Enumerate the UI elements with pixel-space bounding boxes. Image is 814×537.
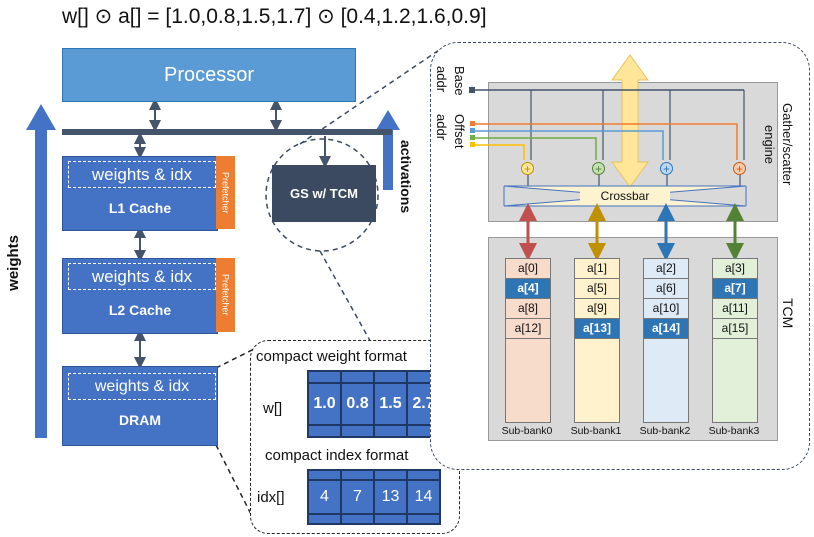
l1-cache: weights & idx L1 Cache (62, 156, 218, 231)
adder-icon: + (660, 162, 673, 175)
l1-cache-label: L1 Cache (108, 200, 172, 216)
equation: w[] ⊙ a[] = [1.0,0.8,1.5,1.7] ⊙ [0.4,1.2… (62, 5, 487, 28)
dram-block: weights & idx DRAM (62, 366, 218, 446)
l2-cache: weights & idx L2 Cache (62, 258, 218, 334)
processor-block: Processor (62, 48, 356, 102)
index-grid-pad (308, 470, 341, 480)
weight-value: 1.0 (308, 383, 341, 425)
gs-engine-label-1: Gather/scatter (780, 103, 795, 186)
crossbar-label: Crossbar (580, 187, 670, 205)
sub-bank-label: Sub-bank2 (639, 425, 691, 437)
compact-format-panel: compact weight format w[] 1.0 0.8 1.5 2.… (250, 340, 460, 534)
index-value: 14 (407, 480, 440, 514)
bank-cell: a[12] (506, 319, 550, 339)
sub-bank-label: Sub-bank3 (708, 425, 760, 437)
base-addr-port (469, 87, 475, 93)
dram-weights-idx: weights & idx (68, 373, 216, 400)
zoom-line-top (299, 43, 449, 145)
adder-icon: + (733, 162, 746, 175)
activations-arrow (376, 110, 400, 190)
bank-cell: a[7] (713, 279, 757, 299)
sub-bank-label: Sub-bank1 (570, 425, 622, 437)
bank-cell: a[13] (575, 319, 619, 339)
index-grid-pad (407, 470, 440, 480)
offset-addr-label-1: Offset (452, 114, 467, 149)
idx-label: idx[] (257, 489, 285, 506)
weight-grid-pad (341, 425, 374, 437)
format-zoom-line-top (215, 339, 273, 369)
w-label: w[] (263, 400, 283, 417)
weight-value: 1.5 (374, 383, 407, 425)
bank-cell: a[6] (644, 279, 688, 299)
bank-cell: a[14] (644, 319, 688, 339)
bank-cell: a[5] (575, 279, 619, 299)
sub-bank-2: a[2]a[6]a[10]a[14] (643, 258, 689, 423)
index-value: 4 (308, 480, 341, 514)
l1-weights-idx: weights & idx (68, 161, 216, 188)
index-value: 7 (341, 480, 374, 514)
zoom-circle (265, 138, 379, 252)
index-value: 13 (374, 480, 407, 514)
adder-icon: + (521, 162, 534, 175)
gs-engine-label-2: engine (762, 125, 777, 165)
l1-prefetcher: Prefetcher (216, 156, 235, 229)
l2-weights-idx: weights & idx (68, 263, 216, 290)
l2-cache-label: L2 Cache (108, 302, 172, 318)
base-addr-label-1: Base (452, 66, 467, 96)
adder-icon: + (592, 162, 605, 175)
tcm-label: TCM (780, 298, 796, 329)
bank-cell: a[0] (506, 259, 550, 279)
weight-grid-pad (374, 371, 407, 383)
bank-cell: a[11] (713, 299, 757, 319)
bank-cell: a[4] (506, 279, 550, 299)
index-grid-pad (308, 514, 341, 524)
weight-format-title: compact weight format (256, 348, 407, 365)
bank-cell: a[1] (575, 259, 619, 279)
l2-prefetcher: Prefetcher (216, 258, 235, 332)
bank-cell: a[3] (713, 259, 757, 279)
sub-bank-0: a[0]a[4]a[8]a[12] (505, 258, 551, 423)
weight-grid: 1.0 0.8 1.5 2.7 (307, 370, 441, 438)
activations-axis-label: activations (398, 140, 414, 214)
dram-label: DRAM (119, 412, 161, 428)
gs-tcm-block: GS w/ TCM (272, 165, 376, 222)
bank-cell: a[9] (575, 299, 619, 319)
index-grid-pad (341, 470, 374, 480)
index-format-title: compact index format (265, 447, 409, 464)
index-grid-pad (374, 514, 407, 524)
weight-grid-pad (374, 425, 407, 437)
weight-grid-pad (341, 371, 374, 383)
bank-cell: a[10] (644, 299, 688, 319)
bank-cell: a[2] (644, 259, 688, 279)
weight-grid-pad (308, 425, 341, 437)
index-grid-pad (374, 470, 407, 480)
index-grid-pad (341, 514, 374, 524)
weight-grid-pad (308, 371, 341, 383)
weight-value: 0.8 (341, 383, 374, 425)
index-grid-pad (407, 514, 440, 524)
offset-addr-label-2: addr (434, 114, 449, 141)
sub-bank-1: a[1]a[5]a[9]a[13] (574, 258, 620, 423)
bank-cell: a[15] (713, 319, 757, 339)
sub-bank-3: a[3]a[7]a[11]a[15] (712, 258, 758, 423)
weights-arrow (26, 104, 56, 438)
index-grid: 4 7 13 14 (307, 469, 441, 525)
sub-bank-label: Sub-bank0 (501, 425, 553, 437)
bank-cell: a[8] (506, 299, 550, 319)
base-addr-label-2: addr (434, 66, 449, 93)
format-zoom-line-bottom (215, 444, 259, 529)
system-bus (62, 129, 392, 135)
